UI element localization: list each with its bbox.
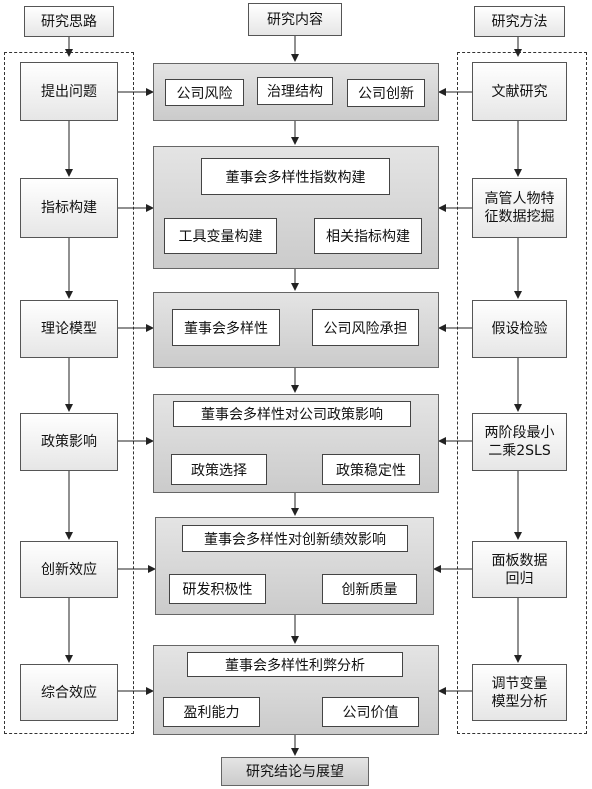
right-method-data-mining: 高管人物特征数据挖掘 (472, 178, 567, 238)
item-instrument-construction: 工具变量构建 (164, 218, 277, 254)
item-rd-enthusiasm: 研发积极性 (169, 574, 266, 604)
item-policy-choice: 政策选择 (171, 454, 267, 485)
title-innovation-impact: 董事会多样性对创新绩效影响 (182, 525, 408, 552)
item-company-innovation: 公司创新 (347, 79, 425, 107)
right-method-hypothesis-test: 假设检验 (472, 300, 567, 358)
left-step-raise-question: 提出问题 (20, 62, 118, 121)
header-research-approach: 研究思路 (24, 6, 114, 37)
header-research-content: 研究内容 (248, 3, 342, 36)
item-risk-taking: 公司风险承担 (312, 309, 419, 346)
conclusion-box-bg (221, 757, 369, 786)
left-step-overall-effect: 综合效应 (20, 664, 118, 721)
left-step-index-construction: 指标构建 (20, 178, 118, 238)
conclusion-box: 研究结论与展望 (246, 763, 344, 780)
title-pros-cons-analysis: 董事会多样性利弊分析 (187, 652, 403, 677)
right-dashed-group (457, 52, 587, 734)
item-company-value: 公司价值 (322, 697, 419, 727)
item-board-diversity: 董事会多样性 (172, 309, 280, 346)
item-company-risk: 公司风险 (165, 79, 244, 106)
item-governance-structure: 治理结构 (257, 77, 333, 105)
item-policy-stability: 政策稳定性 (322, 454, 420, 485)
item-innovation-quality: 创新质量 (322, 574, 417, 604)
left-step-policy-impact: 政策影响 (20, 413, 118, 471)
title-policy-impact: 董事会多样性对公司政策影响 (173, 401, 411, 427)
right-method-2sls: 两阶段最小二乘2SLS (472, 413, 567, 471)
right-method-panel-regression: 面板数据回归 (472, 541, 567, 598)
left-step-theory-model: 理论模型 (20, 300, 118, 358)
right-method-literature: 文献研究 (472, 62, 567, 121)
right-method-moderation-model: 调节变量模型分析 (472, 664, 567, 721)
item-profitability: 盈利能力 (163, 697, 260, 727)
header-research-method: 研究方法 (474, 6, 565, 37)
title-diversity-index-construction: 董事会多样性指数构建 (201, 158, 390, 195)
item-related-index-construction: 相关指标构建 (314, 218, 422, 254)
left-step-innovation-effect: 创新效应 (20, 541, 118, 598)
